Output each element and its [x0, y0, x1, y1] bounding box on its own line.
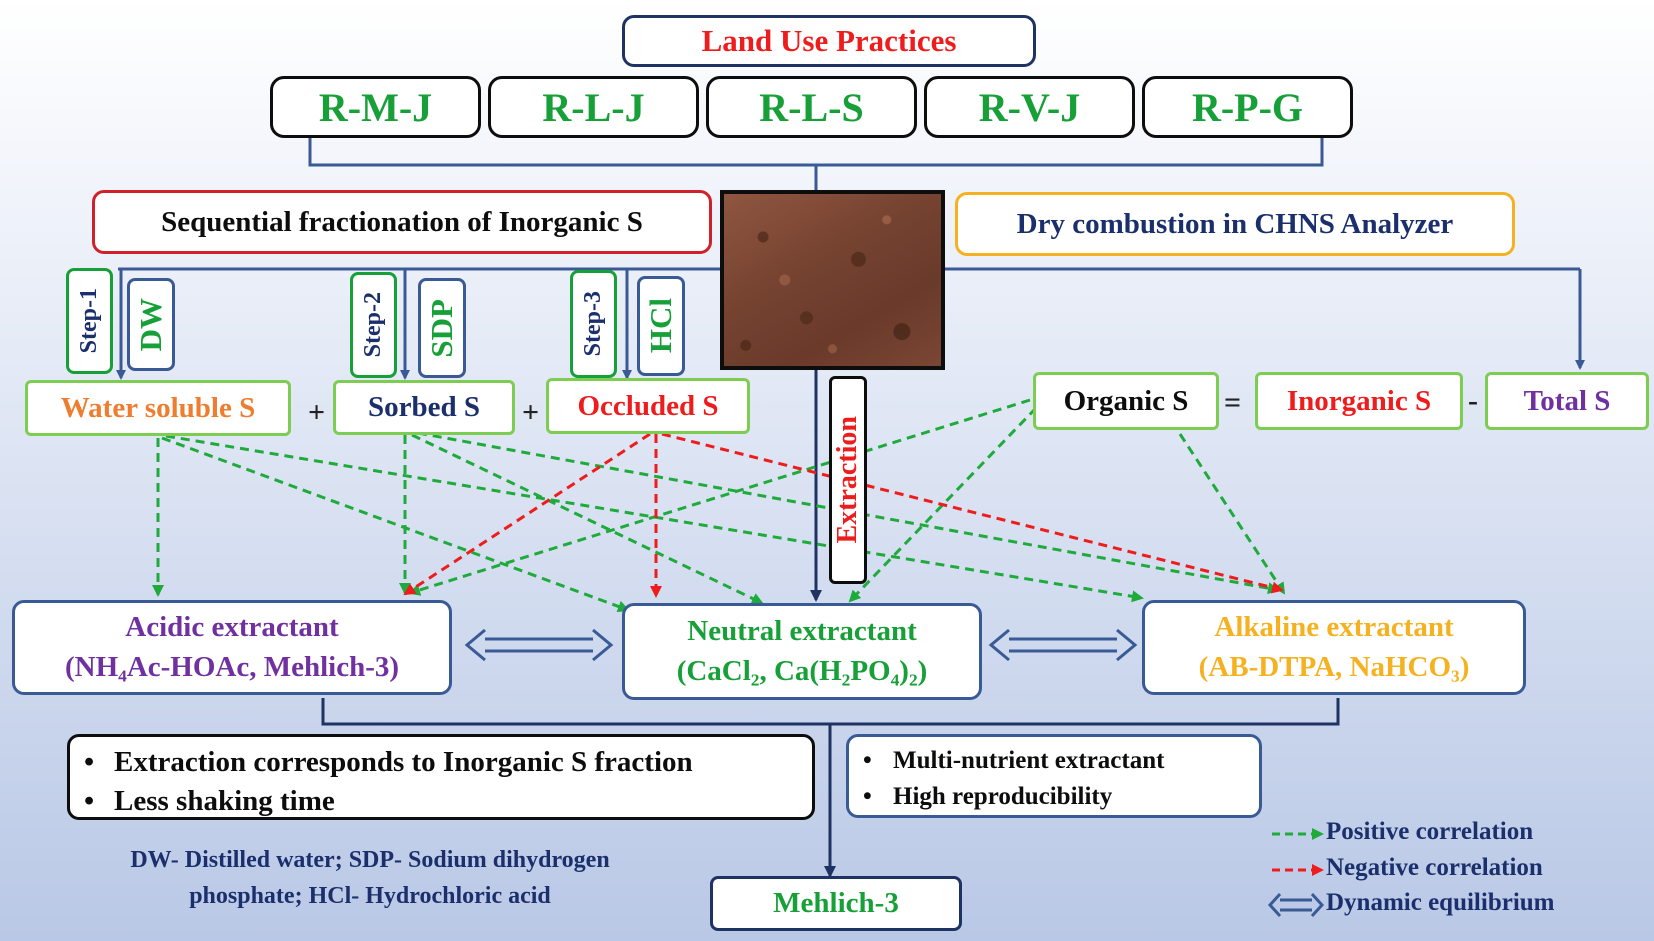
step-3-label: Step-3	[570, 270, 617, 378]
sequential-fractionation-box: Sequential fractionation of Inorganic S	[92, 190, 712, 254]
abbreviations-text: DW- Distilled water; SDP- Sodium dihydro…	[130, 847, 610, 909]
organic-s-box: Organic S	[1033, 372, 1219, 430]
land-use-box: R-M-J	[270, 76, 481, 138]
dw-reagent-label: DW	[127, 278, 175, 371]
legend-dynamic-equilibrium: Dynamic equilibrium	[1326, 889, 1555, 916]
notes-left-box: •Extraction corresponds to Inorganic S f…	[67, 734, 815, 820]
inorganic-s-box: Inorganic S	[1255, 372, 1463, 430]
extractant-bracket	[321, 698, 1340, 726]
neutral-extractant-box: Neutral extractant (CaCl₂, Ca(H₂PO₄)₂)	[622, 603, 982, 700]
alkaline-extractant-title: Alkaline extractant	[1214, 611, 1454, 644]
total-s-box: Total S	[1485, 372, 1649, 430]
alkaline-extractant-formula: (AB-DTPA, NaHCO₃)	[1198, 650, 1470, 683]
notes-right-box: •Multi-nutrient extractant •High reprodu…	[846, 734, 1262, 818]
land-use-box: R-P-G	[1142, 76, 1353, 138]
land-use-box: R-V-J	[924, 76, 1135, 138]
note-item: •Multi-nutrient extractant	[863, 747, 1165, 774]
land-use-title: Land Use Practices	[622, 15, 1036, 67]
minus-sign: -	[1468, 384, 1478, 417]
note-item: •High reproducibility	[863, 783, 1113, 810]
note-item: •Less shaking time	[84, 785, 335, 817]
occluded-s-box: Occluded S	[546, 378, 750, 434]
negative-correlation-arrow	[661, 432, 1284, 594]
neutral-extractant-title: Neutral extractant	[687, 615, 917, 648]
acidic-extractant-formula: (NH₄Ac-HOAc, Mehlich-3)	[64, 650, 400, 683]
equals-sign: =	[1224, 386, 1242, 419]
extraction-label: Extraction	[829, 376, 867, 584]
plus-sign: +	[522, 396, 540, 429]
legend-positive-correlation: Positive correlation	[1326, 818, 1534, 845]
sdp-reagent-label: SDP	[418, 278, 466, 378]
step-2-label: Step-2	[350, 272, 397, 378]
legend-negative-correlation: Negative correlation	[1326, 854, 1543, 881]
acidic-extractant-title: Acidic extractant	[125, 611, 339, 644]
negative-correlation-arrow	[403, 432, 651, 596]
legend-equilibrium-symbol	[1267, 892, 1325, 918]
soil-sample-image	[720, 190, 945, 370]
step-1-label: Step-1	[66, 268, 113, 374]
hcl-reagent-label: HCl	[637, 276, 685, 376]
positive-correlation-arrow	[161, 436, 630, 613]
acidic-extractant-box: Acidic extractant (NH₄Ac-HOAc, Mehlich-3…	[12, 600, 452, 695]
positive-correlation-arrow	[411, 433, 764, 605]
water-soluble-s-box: Water soluble S	[25, 380, 291, 436]
mehlich-3-result-box: Mehlich-3	[710, 876, 962, 931]
alkaline-extractant-box: Alkaline extractant (AB-DTPA, NaHCO₃)	[1142, 600, 1526, 695]
plus-sign: +	[308, 396, 326, 429]
land-use-box: R-L-J	[488, 76, 699, 138]
positive-correlation-arrow	[408, 398, 1031, 596]
equilibrium-arrow-left	[464, 628, 614, 662]
note-item: •Extraction corresponds to Inorganic S f…	[84, 746, 693, 778]
dry-combustion-box: Dry combustion in CHNS Analyzer	[955, 192, 1515, 256]
land-use-bracket	[308, 138, 1324, 167]
positive-correlation-arrow	[1178, 433, 1286, 595]
neutral-extractant-formula: (CaCl₂, Ca(H₂PO₄)₂)	[676, 654, 928, 687]
sorbed-s-box: Sorbed S	[333, 380, 515, 435]
land-use-box: R-L-S	[706, 76, 917, 138]
equilibrium-arrow-right	[988, 628, 1138, 662]
